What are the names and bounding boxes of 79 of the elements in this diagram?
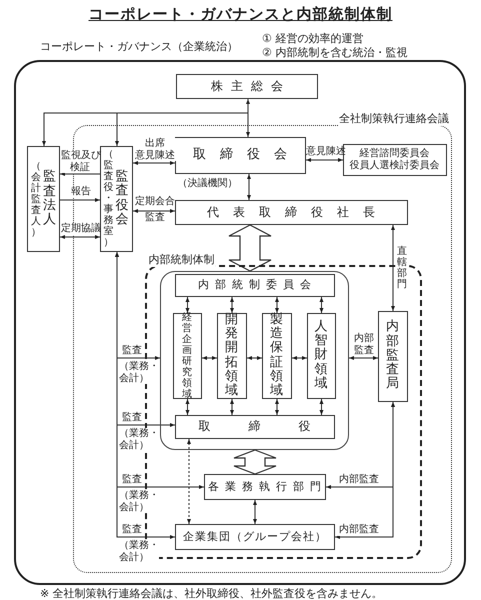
org-box: [174, 524, 334, 550]
arrow: [348, 356, 378, 360]
arrow: [230, 398, 234, 416]
arrow: [60, 235, 100, 239]
node-caption: （決議機関）: [178, 176, 238, 190]
group-heading: 内部統制体制: [148, 252, 214, 266]
box-label: 株主総会: [210, 79, 291, 94]
box-label: 内部統制委員会: [197, 278, 317, 292]
edge-label: 直轄部門: [397, 246, 407, 290]
arrow: [132, 161, 176, 165]
box-label: （会計監査人）: [31, 160, 41, 238]
org-box: [27, 146, 60, 252]
inner-frame: [160, 270, 348, 450]
arrow: [186, 296, 190, 314]
arrow: [391, 224, 395, 312]
arrow: [253, 500, 257, 524]
arrow: [320, 296, 324, 314]
box-label: 役員人選検討委員会: [350, 160, 440, 172]
arrow: [115, 98, 248, 146]
org-box: [174, 200, 408, 224]
org-box: [306, 312, 336, 398]
box-label: 経営諮問委員会: [360, 148, 430, 160]
title: コーポレート・ガバナンスと内部統制体制: [88, 5, 394, 24]
arrow: [186, 398, 190, 416]
arrow: [275, 398, 279, 416]
box-label: 各業務執行部門: [207, 480, 327, 494]
box-label: 内部監査局: [386, 320, 399, 392]
arrow: [230, 296, 234, 314]
outer-frame: [14, 60, 466, 585]
arrow: [246, 356, 262, 360]
box-label: 経営企画研究領域: [182, 312, 192, 400]
arrow: [306, 158, 344, 162]
edge-label: 監査: [121, 474, 143, 486]
box-label: 企業集団（グループ会社）: [182, 530, 327, 544]
org-box: [204, 474, 326, 500]
arrow: [187, 438, 191, 524]
arrow: [320, 398, 324, 416]
edge-label: 内部監査: [353, 333, 375, 356]
org-box: [172, 312, 202, 398]
note-label: ② 内部統制を含む統治・監視: [262, 47, 408, 60]
org-box: [216, 312, 246, 398]
box-label: 製造保証領域: [270, 312, 283, 398]
arrow: [292, 356, 308, 360]
arrow: [60, 198, 100, 202]
caption: ※ 全社制策執行連絡会議は、社外取締役、社外監査役を含みません。: [40, 586, 383, 600]
note-label: （業務・会計）: [119, 540, 159, 563]
box-label: 開発開拓領域: [225, 312, 238, 398]
org-box: [378, 310, 408, 402]
arrow: [246, 98, 250, 138]
hollow-double-arrow: [233, 449, 277, 475]
box-label: 取締役会: [192, 147, 301, 163]
box-label: （監査役・事務室）: [104, 149, 114, 248]
edge-label: 監査: [121, 412, 143, 424]
arrow: [60, 172, 100, 176]
box-label: 取締役: [198, 419, 348, 434]
edge-label: 内部監査: [338, 524, 380, 536]
org-box: [174, 414, 334, 438]
arrow: [132, 209, 176, 213]
edge-label: 定期会合監査: [134, 194, 176, 225]
note-label: ① 経営の効率的運営: [262, 33, 364, 46]
arrow: [115, 252, 176, 539]
edge-label: 出席意見陳述: [134, 138, 176, 161]
arrow: [275, 296, 279, 314]
edge-label: 監査: [121, 345, 143, 356]
arrow: [247, 174, 251, 200]
arrow: [334, 402, 395, 539]
box-label: 監査役会: [116, 170, 128, 228]
org-box: [176, 74, 318, 99]
org-box: [262, 312, 292, 398]
edge-label: 監査: [121, 524, 143, 536]
group-heading: 全社制策執行連絡会議: [339, 111, 449, 126]
org-box: [174, 274, 334, 296]
box-label: 人智財領域: [314, 320, 328, 392]
hollow-double-arrow: [228, 224, 272, 272]
org-box: [100, 146, 132, 252]
box-label: 監査法人: [43, 170, 56, 228]
arrow: [202, 356, 218, 360]
edge-label: 内部監査: [338, 474, 380, 486]
box-label: 代表取締役社長: [206, 204, 389, 220]
